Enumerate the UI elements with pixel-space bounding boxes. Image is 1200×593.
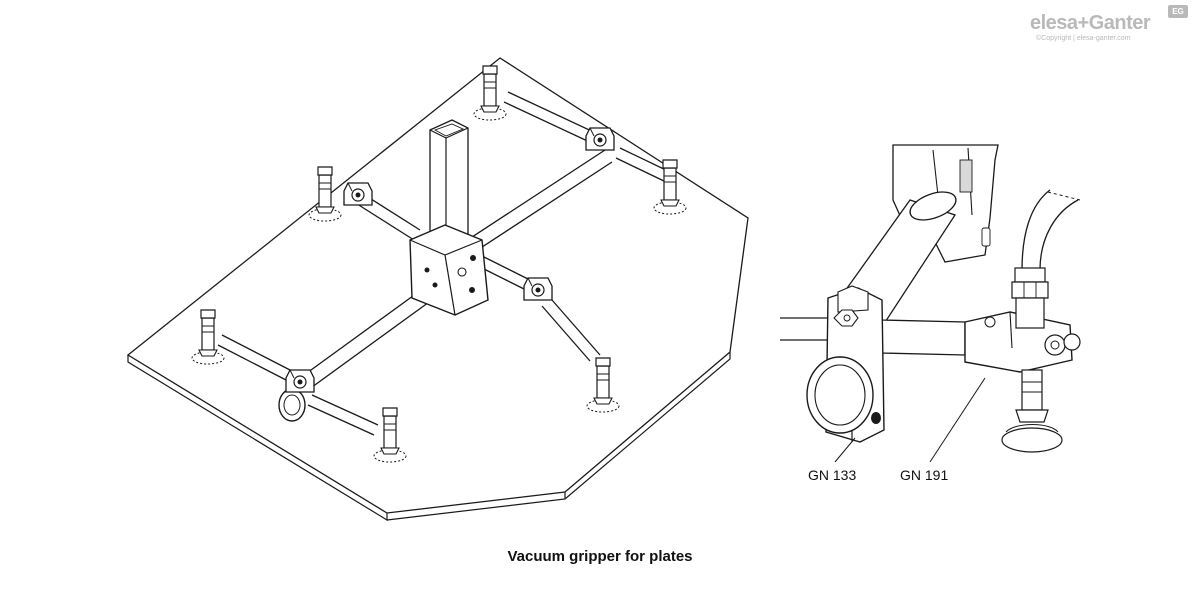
tube-clamp	[343, 182, 373, 206]
tube-end-cap	[278, 388, 306, 422]
detail-view	[780, 144, 1081, 463]
brand-badge: EG	[1168, 5, 1188, 18]
plate-assembly	[126, 57, 749, 522]
brand-logo: elesa+Ganter EG ©Copyright | elesa-gante…	[1030, 5, 1195, 48]
leader-line-gn133	[834, 437, 856, 463]
brand-copyright: ©Copyright | elesa-ganter.com	[1036, 35, 1131, 42]
leader-line-gn191	[929, 377, 986, 463]
tube-clamp	[523, 277, 553, 301]
bottom-crossbar	[217, 334, 379, 436]
gn191-clamp	[964, 311, 1081, 373]
suction-cup	[1001, 369, 1063, 453]
callout-gn191: GN 191	[900, 467, 949, 483]
center-cross-clamp	[409, 224, 489, 316]
figure-caption: Vacuum gripper for plates	[507, 548, 693, 565]
angled-arm	[541, 299, 601, 362]
tube-clamp	[285, 369, 315, 393]
tube-clamp	[585, 127, 615, 151]
gn133-clamp	[806, 285, 885, 443]
top-crossbar	[503, 91, 671, 183]
brand-name: elesa+Ganter	[1030, 12, 1151, 34]
callout-gn133: GN 133	[808, 467, 857, 483]
vacuum-fitting	[1011, 189, 1081, 329]
